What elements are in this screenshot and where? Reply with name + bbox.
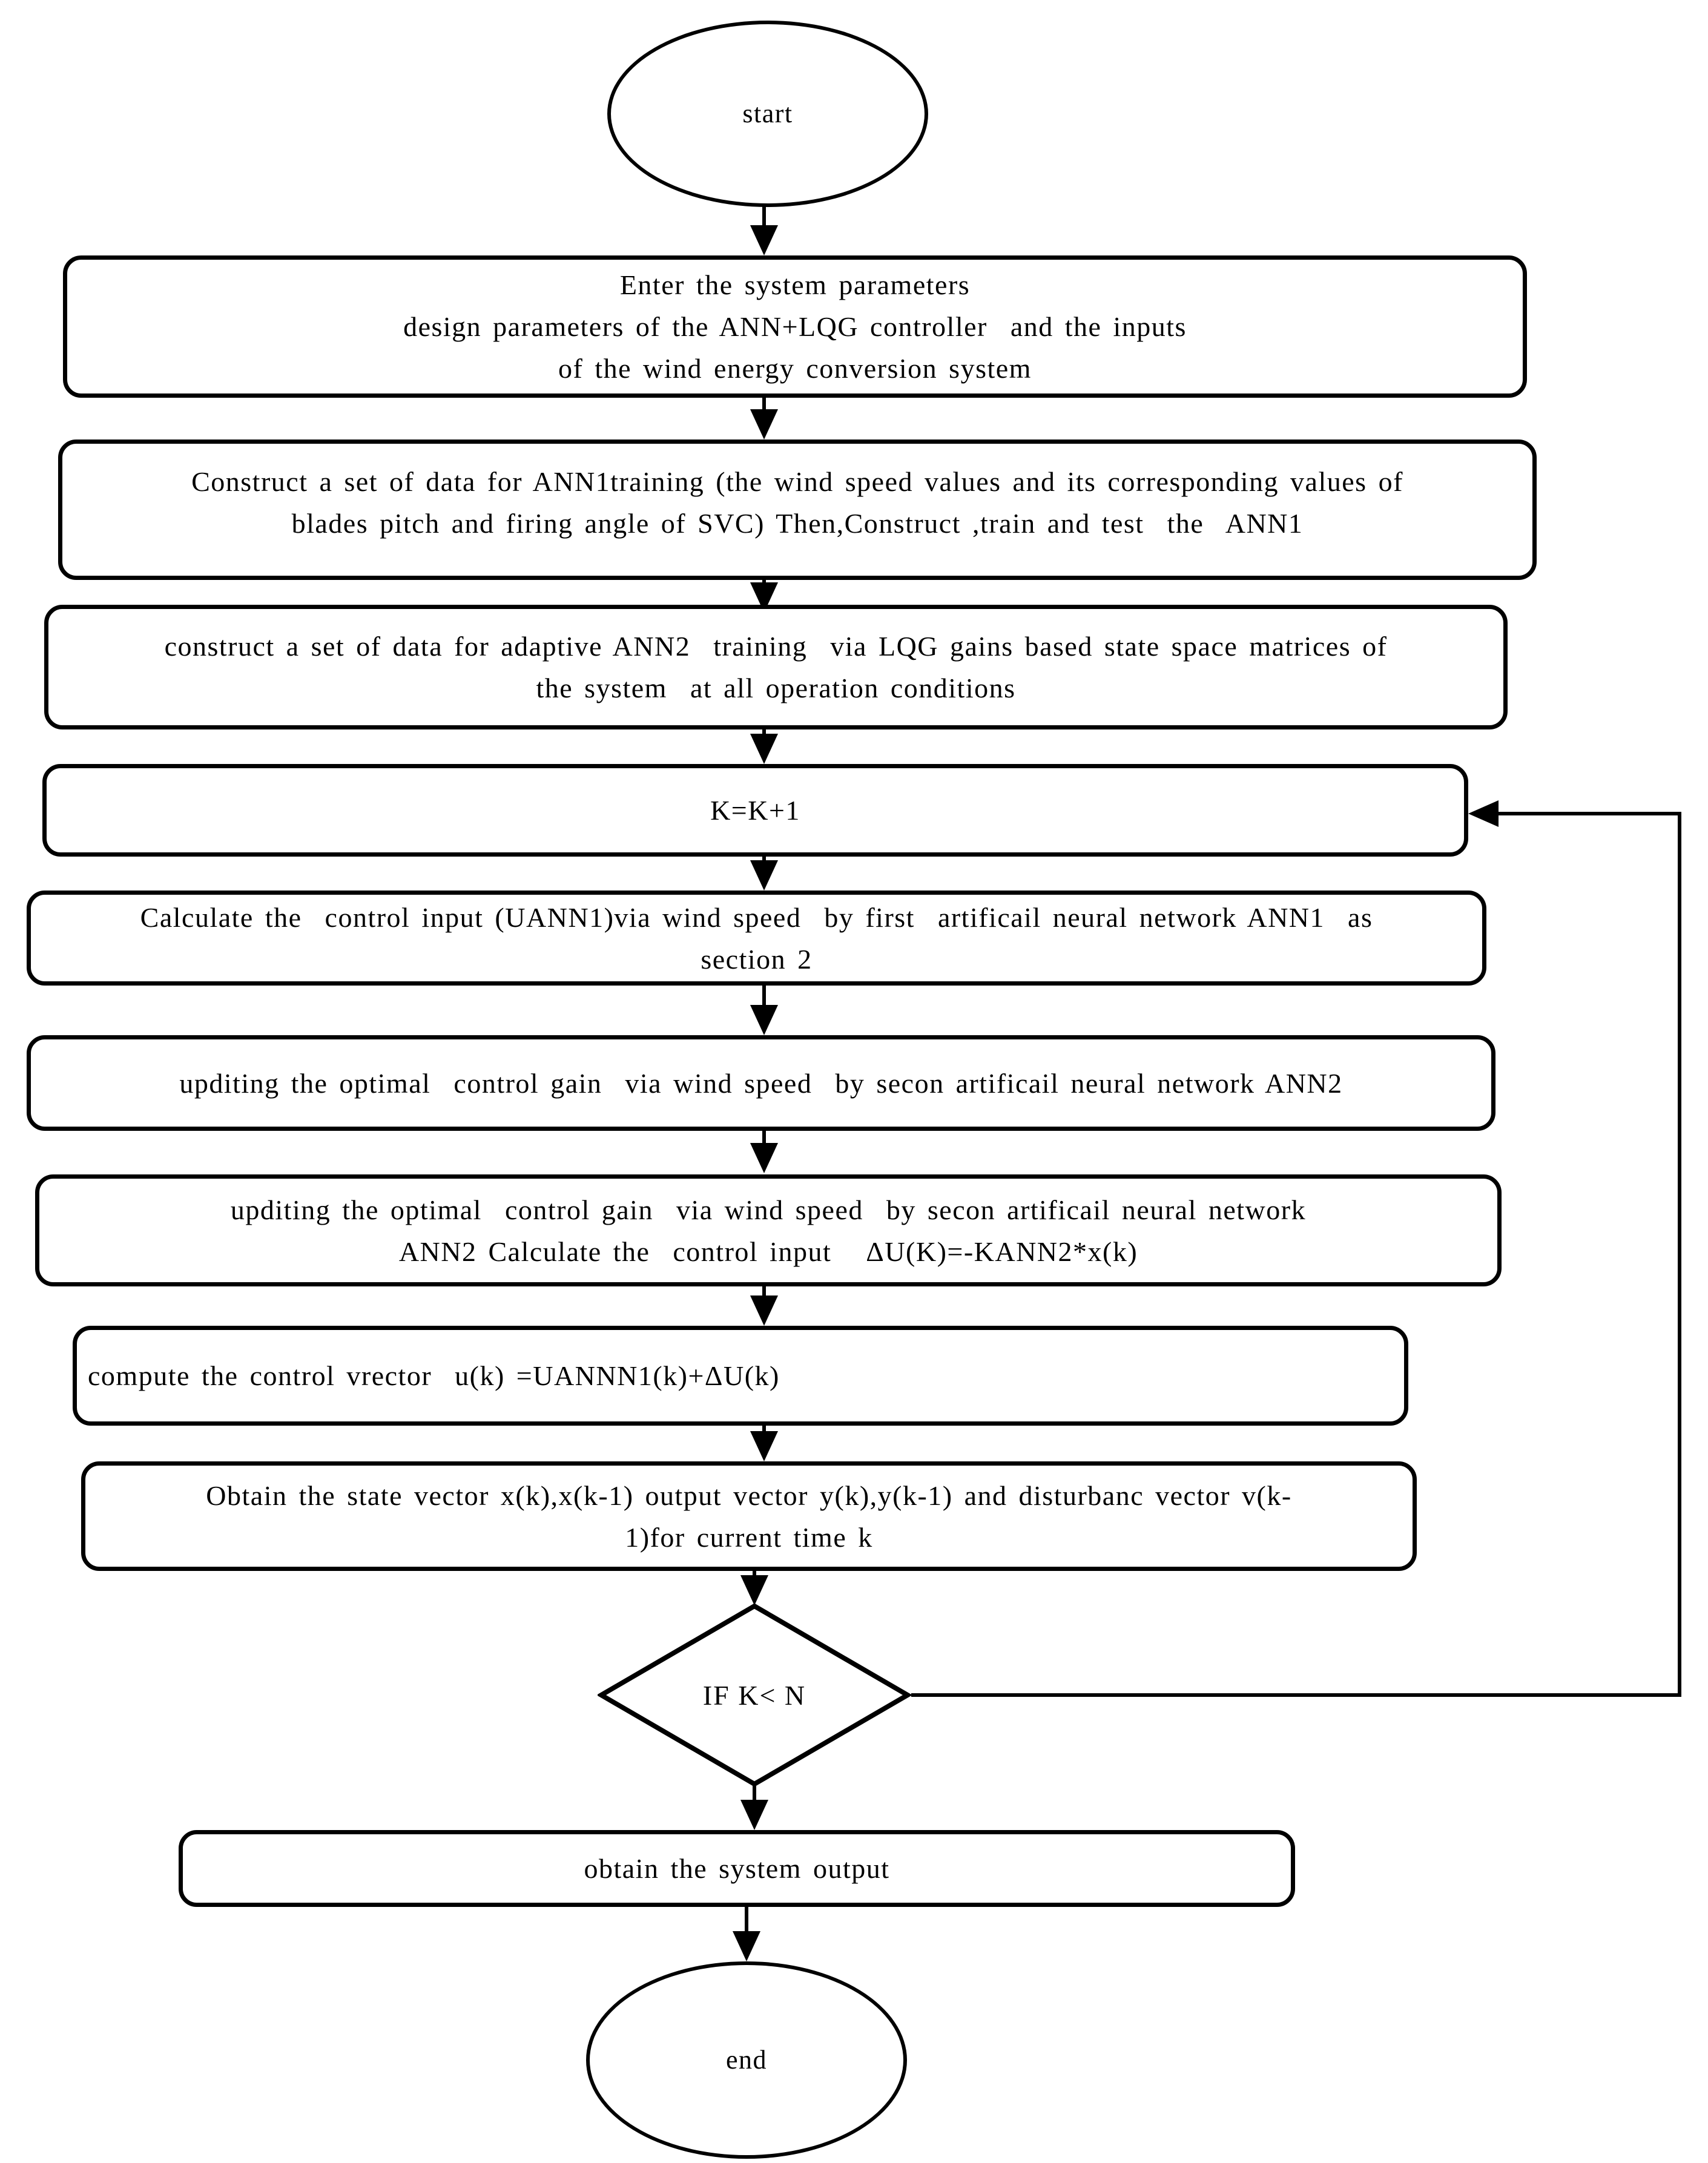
node-construct-ann1: Construct a set of data for ANN1training…	[58, 440, 1537, 580]
arrowhead-construct-ann2-increment-k	[750, 734, 778, 764]
connector-calc-uann1-update-gain	[762, 986, 766, 1007]
feedback-line-vertical	[1678, 812, 1681, 1697]
node-enter-parameters: Enter the system parameters design param…	[63, 255, 1527, 398]
enter-parameters-line1: Enter the system parameters	[619, 269, 971, 300]
node-end: end	[586, 1961, 907, 2159]
arrowhead-start-enter-params	[750, 225, 778, 255]
node-decision: IF K< N	[598, 1602, 911, 1788]
arrowhead-calc-uann1-update-gain	[750, 1005, 778, 1035]
node-obtain-output: obtain the system output	[179, 1830, 1295, 1907]
calc-uann1-line1: Calculate the control input (UANN1)via w…	[140, 901, 1373, 933]
connector-update-gain-calc-compute-u	[762, 1286, 766, 1297]
enter-parameters-line3: of the wind energy conversion system	[558, 353, 1032, 384]
connector-update-gain-update-gain-calc	[762, 1131, 766, 1146]
arrowhead-update-gain-calc-compute-u	[750, 1295, 778, 1326]
node-start: start	[607, 21, 928, 207]
arrowhead-increment-k-calc-uann1	[750, 860, 778, 891]
arrowhead-obtain-vectors-decision	[740, 1575, 768, 1605]
end-label: end	[725, 2045, 768, 2075]
node-update-gain-calc: upditing the optimal control gain via wi…	[35, 1174, 1502, 1286]
construct-ann2-line2: the system at all operation conditions	[536, 673, 1016, 703]
increment-k-label: K=K+1	[710, 795, 800, 826]
feedback-line-top	[1494, 812, 1681, 815]
obtain-vectors-line2: 1)for current time k	[625, 1521, 873, 1553]
arrowhead-update-gain-update-gain-calc	[750, 1143, 778, 1173]
decision-diamond-shape	[598, 1603, 911, 1787]
construct-ann2-line1: construct a set of data for adaptive ANN…	[164, 631, 1388, 662]
node-compute-u: compute the control vrector u(k) =UANNN1…	[73, 1326, 1408, 1426]
obtain-output-label: obtain the system output	[584, 1853, 890, 1884]
connector-compute-u-obtain-vectors	[762, 1426, 766, 1434]
node-update-gain: upditing the optimal control gain via wi…	[27, 1035, 1495, 1131]
start-label: start	[742, 99, 793, 128]
node-construct-ann2: construct a set of data for adaptive ANN…	[44, 605, 1508, 729]
enter-parameters-line2: design parameters of the ANN+LQG control…	[403, 311, 1187, 342]
decision-label: IF K< N	[702, 1679, 806, 1711]
arrowhead-feedback-increment-k	[1468, 800, 1499, 827]
calc-uann1-line2: section 2	[701, 943, 813, 975]
connector-obtain-output-end	[745, 1907, 748, 1934]
node-obtain-vectors: Obtain the state vector x(k),x(k-1) outp…	[81, 1461, 1417, 1571]
construct-ann1-line1: Construct a set of data for ANN1training…	[191, 466, 1403, 497]
compute-u-label: compute the control vrector u(k) =UANNN1…	[88, 1360, 780, 1391]
arrowhead-compute-u-obtain-vectors	[750, 1431, 778, 1461]
node-calc-uann1: Calculate the control input (UANN1)via w…	[27, 891, 1486, 986]
construct-ann1-line2: blades pitch and firing angle of SVC) Th…	[291, 508, 1304, 539]
arrowhead-decision-obtain-output	[740, 1800, 768, 1830]
connector-start-enter-params	[762, 206, 766, 228]
update-gain-calc-line1: upditing the optimal control gain via wi…	[230, 1194, 1307, 1225]
arrowhead-enter-params-construct-ann1	[750, 409, 778, 440]
feedback-line-bottom	[911, 1693, 1681, 1697]
update-gain-label: upditing the optimal control gain via wi…	[179, 1067, 1343, 1099]
obtain-vectors-line1: Obtain the state vector x(k),x(k-1) outp…	[206, 1480, 1292, 1511]
arrowhead-obtain-output-end	[733, 1931, 760, 1961]
connector-enter-params-construct-ann1	[762, 398, 766, 413]
node-increment-k: K=K+1	[42, 764, 1468, 857]
connector-decision-obtain-output	[753, 1786, 756, 1804]
update-gain-calc-line2: ANN2 Calculate the control input ΔU(K)=-…	[398, 1236, 1138, 1267]
